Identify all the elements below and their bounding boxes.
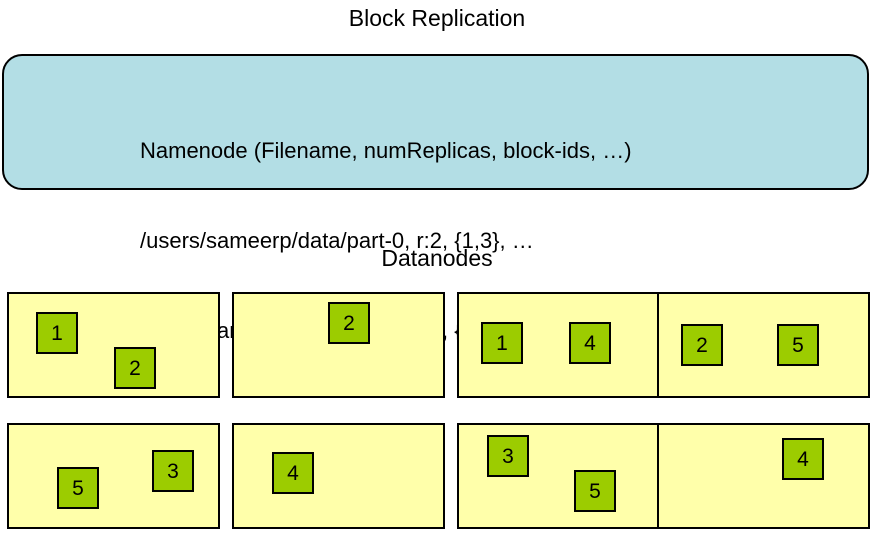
block-3[interactable]: 3 [152, 450, 194, 492]
block-5[interactable]: 5 [777, 324, 819, 366]
block-1[interactable]: 1 [481, 322, 523, 364]
block-2[interactable]: 2 [328, 302, 370, 344]
block-1[interactable]: 1 [36, 312, 78, 354]
datanode-7[interactable]: 4 [657, 423, 870, 529]
block-2[interactable]: 2 [114, 347, 156, 389]
datanode-1[interactable]: 2 [232, 292, 445, 398]
block-4[interactable]: 4 [782, 438, 824, 480]
datanodes-section-label: Datanodes [381, 245, 493, 271]
block-4[interactable]: 4 [569, 322, 611, 364]
namenode-file-entry-0: /users/sameerp/data/part-0, r:2, {1,3}, … [140, 228, 534, 253]
block-3[interactable]: 3 [487, 435, 529, 477]
block-4[interactable]: 4 [272, 452, 314, 494]
block-5[interactable]: 5 [574, 470, 616, 512]
datanode-5[interactable]: 4 [232, 423, 445, 529]
namenode-header-line: Namenode (Filename, numReplicas, block-i… [140, 138, 632, 163]
page-title: Block Replication [348, 5, 526, 31]
block-2[interactable]: 2 [681, 324, 723, 366]
block-5[interactable]: 5 [57, 467, 99, 509]
namenode-panel: Namenode (Filename, numReplicas, block-i… [2, 54, 869, 343]
